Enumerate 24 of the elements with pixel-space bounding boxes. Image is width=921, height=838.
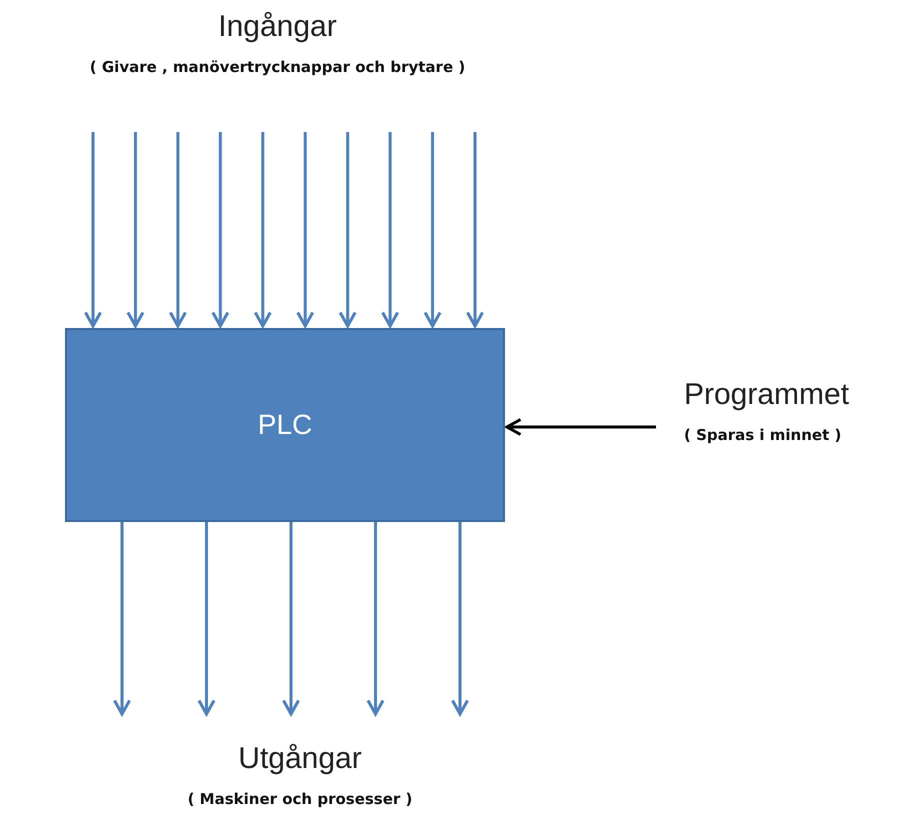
heading-text: Ingångar — [218, 10, 337, 44]
arrow — [126, 132, 144, 328]
subtitle-text: ( Givare , manövertrycknappar och brytare ) — [90, 58, 466, 76]
subtitle-text: ( Sparas i minnet ) — [684, 426, 842, 444]
subtitle-text: ( Maskiner och prosesser ) — [188, 790, 412, 808]
arrow — [506, 418, 656, 436]
arrow — [296, 132, 314, 328]
heading-text: Programmet — [684, 378, 850, 412]
arrow — [424, 132, 442, 328]
arrow — [211, 132, 230, 328]
arrow — [198, 522, 216, 716]
arrow — [168, 132, 187, 328]
arrow — [282, 522, 300, 716]
box-label: PLC — [258, 409, 312, 441]
arrow — [366, 522, 384, 716]
arrow — [113, 522, 131, 716]
arrow — [254, 132, 272, 328]
heading-text: Utgångar — [238, 742, 362, 776]
plc-box — [65, 328, 505, 522]
arrow — [466, 132, 484, 328]
arrow — [84, 132, 102, 328]
arrow — [451, 522, 469, 716]
arrow — [381, 132, 400, 328]
arrow — [338, 132, 357, 328]
